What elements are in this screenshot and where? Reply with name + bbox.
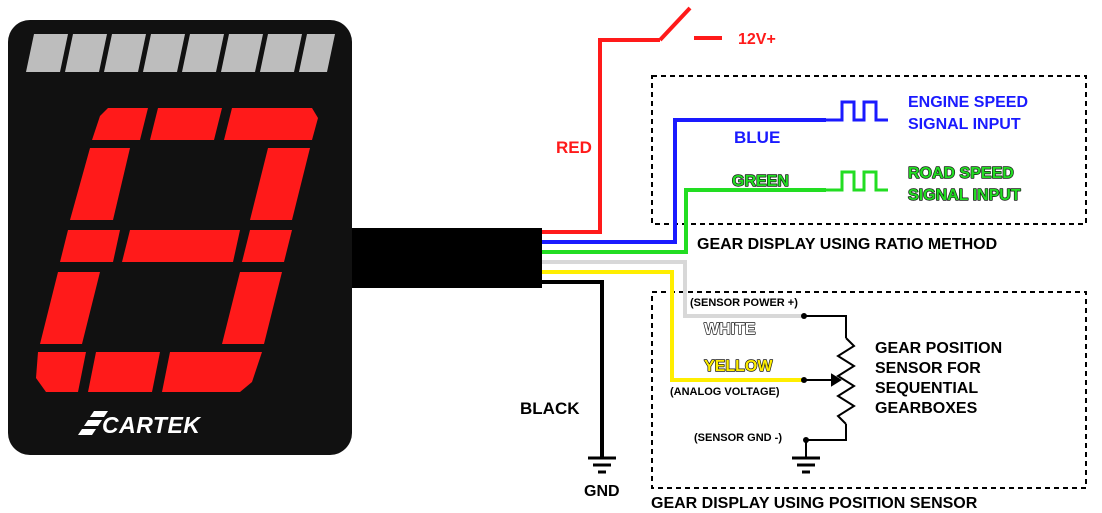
position-sensor-caption: GEAR DISPLAY USING POSITION SENSOR bbox=[651, 495, 978, 512]
wire-black bbox=[542, 280, 604, 458]
sensor-label-line4: GEARBOXES bbox=[875, 400, 978, 417]
digit-segment bbox=[92, 108, 148, 140]
digit-segment bbox=[122, 230, 240, 262]
ratio-method-caption: GEAR DISPLAY USING RATIO METHOD bbox=[697, 236, 997, 253]
wire-blue bbox=[542, 118, 826, 244]
digit-segment bbox=[88, 352, 160, 392]
digit-segment bbox=[70, 148, 130, 220]
shift-light bbox=[260, 34, 302, 72]
sensor-ground-icon bbox=[792, 456, 820, 474]
gear-display-unit: CARTEK bbox=[8, 20, 352, 455]
sensor-label-line1: GEAR POSITION bbox=[875, 340, 1002, 357]
road-speed-waveform-icon bbox=[826, 170, 888, 192]
cable-sleeve bbox=[352, 228, 542, 288]
red-wire-label: RED bbox=[556, 138, 592, 157]
black-wire-label: BLACK bbox=[520, 399, 580, 418]
shift-light bbox=[104, 34, 146, 72]
ground-label: GND bbox=[584, 483, 620, 500]
shift-light-bar bbox=[26, 34, 335, 72]
shift-light bbox=[221, 34, 263, 72]
power-label: 12V+ bbox=[738, 31, 776, 48]
shift-light bbox=[182, 34, 224, 72]
white-wire-label: WHITE bbox=[704, 321, 756, 338]
blue-wire-label: BLUE bbox=[734, 128, 780, 147]
wire-yellow bbox=[542, 270, 804, 382]
green-wire-label: GREEN bbox=[732, 173, 789, 190]
sensor-label-line3: SEQUENTIAL bbox=[875, 380, 978, 397]
brand-name: CARTEK bbox=[102, 412, 201, 438]
digit-segment bbox=[40, 272, 100, 344]
ratio-method-box bbox=[651, 75, 1087, 225]
wire-red bbox=[542, 38, 660, 234]
digit-segment bbox=[36, 352, 86, 392]
shift-light bbox=[299, 34, 335, 72]
engine-speed-waveform-icon bbox=[826, 100, 888, 122]
gear-digit bbox=[36, 108, 318, 392]
ignition-switch bbox=[658, 6, 722, 42]
road-signal-line2: SIGNAL INPUT bbox=[908, 187, 1021, 204]
yellow-wire-label: YELLOW bbox=[704, 358, 773, 375]
wire-green bbox=[542, 188, 826, 254]
cartek-logo: CARTEK bbox=[78, 411, 201, 438]
wire-white bbox=[542, 260, 804, 318]
digit-segment bbox=[60, 230, 120, 262]
digit-segment bbox=[162, 352, 262, 392]
sensor-label-line2: SENSOR FOR bbox=[875, 360, 981, 377]
digit-segment bbox=[250, 148, 310, 220]
shift-light bbox=[26, 34, 68, 72]
road-signal-line1: ROAD SPEED bbox=[908, 165, 1014, 182]
shift-light bbox=[143, 34, 185, 72]
analog-voltage-note: (ANALOG VOLTAGE) bbox=[670, 386, 780, 398]
digit-segment bbox=[224, 108, 318, 140]
potentiometer-icon bbox=[836, 337, 856, 425]
ground-icon bbox=[588, 456, 616, 474]
position-sensor bbox=[801, 313, 856, 458]
digit-segment bbox=[222, 272, 282, 344]
digit-segment bbox=[150, 108, 222, 140]
engine-signal-line2: SIGNAL INPUT bbox=[908, 116, 1021, 133]
digit-segment bbox=[242, 230, 292, 262]
position-sensor-box bbox=[651, 291, 1087, 489]
sensor-gnd-note: (SENSOR GND -) bbox=[694, 432, 782, 444]
engine-signal-line1: ENGINE SPEED bbox=[908, 94, 1028, 111]
sensor-power-note: (SENSOR POWER +) bbox=[690, 297, 798, 309]
shift-light bbox=[65, 34, 107, 72]
